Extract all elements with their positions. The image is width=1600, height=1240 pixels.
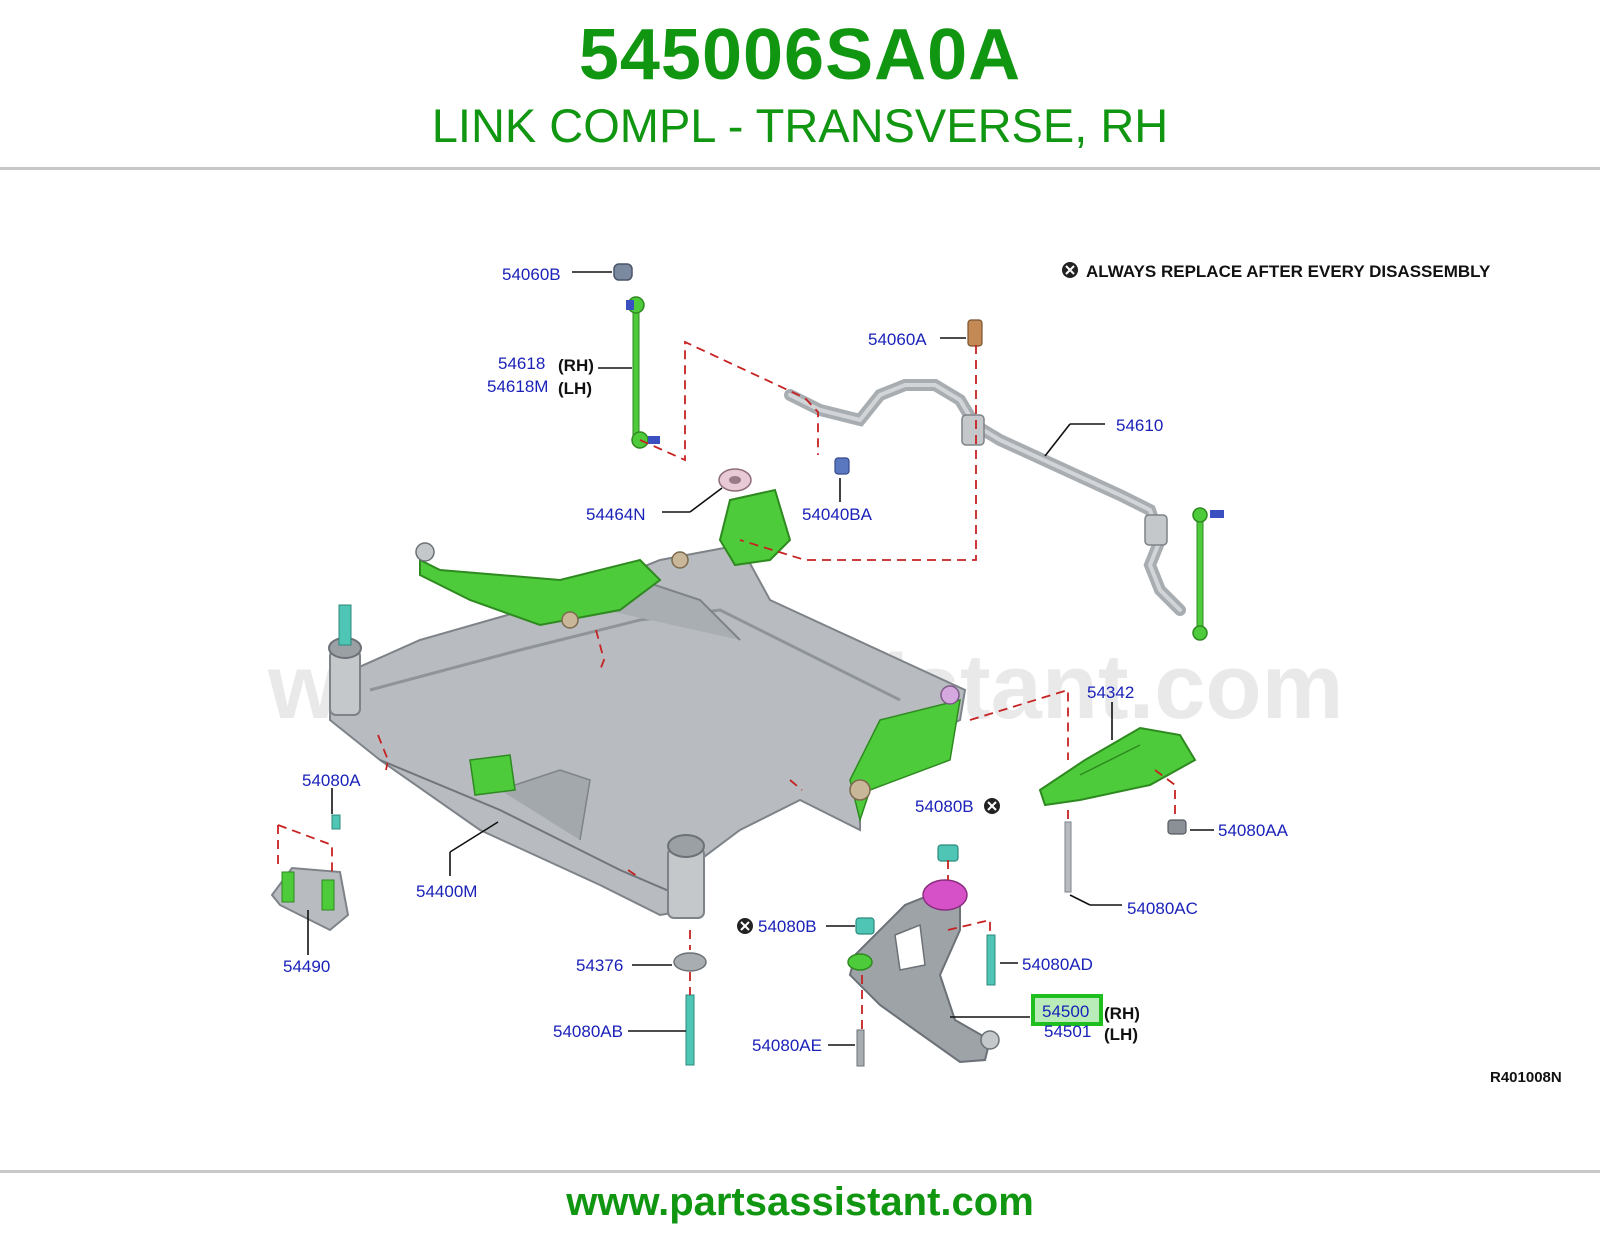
label-54490[interactable]: 54490 [283, 957, 330, 976]
label-54080AA[interactable]: 54080AA [1218, 821, 1289, 840]
replace-note: ALWAYS REPLACE AFTER EVERY DISASSEMBLY [1086, 262, 1491, 281]
label-54342[interactable]: 54342 [1087, 683, 1134, 702]
mount-54490 [270, 866, 350, 932]
header: 545006SA0A LINK COMPL - TRANSVERSE, RH [0, 0, 1600, 170]
subframe-54400M [328, 543, 967, 919]
part-number: 545006SA0A [578, 15, 1022, 95]
footer-divider [0, 1170, 1600, 1173]
label-54060B[interactable]: 54060B [502, 265, 561, 284]
part-labels: 54060B 54618 (RH) 54618M (LH) 54060A 546… [283, 265, 1289, 1055]
label-54464N[interactable]: 54464N [586, 505, 646, 524]
hardware [331, 319, 1187, 1067]
diagram-code: R401008N [1490, 1069, 1562, 1086]
stabilizer-link-54618 [613, 263, 660, 449]
label-54080AE[interactable]: 54080AE [752, 1036, 822, 1055]
label-54080AC[interactable]: 54080AC [1127, 899, 1198, 918]
upper-arm-left [415, 488, 792, 629]
label-54080B-mid[interactable]: 54080B [758, 917, 817, 936]
label-54618M-side: (LH) [558, 379, 592, 398]
label-54400M[interactable]: 54400M [416, 882, 477, 901]
label-54500-side: (RH) [1104, 1004, 1140, 1023]
label-54060A[interactable]: 54060A [868, 330, 927, 349]
header-divider [0, 167, 1600, 170]
label-54080B-top[interactable]: 54080B [915, 797, 974, 816]
plate-54342 [1038, 726, 1197, 807]
label-54610[interactable]: 54610 [1116, 416, 1163, 435]
footer-url[interactable]: www.partsassistant.com [566, 1180, 1034, 1224]
label-54618-side: (RH) [558, 356, 594, 375]
label-54080AD[interactable]: 54080AD [1022, 955, 1093, 974]
leader-lines [307, 271, 1214, 1046]
stabilizer-bar-54610 [784, 379, 1224, 641]
label-54500[interactable]: 54500 [1042, 1002, 1089, 1021]
label-54618[interactable]: 54618 [498, 354, 545, 373]
label-54040BA[interactable]: 54040BA [802, 505, 873, 524]
label-54501-side: (LH) [1104, 1025, 1138, 1044]
replace-always-icon [737, 918, 753, 934]
reference-lines [277, 340, 1176, 1030]
label-54501[interactable]: 54501 [1044, 1022, 1091, 1041]
label-54080AB[interactable]: 54080AB [553, 1022, 623, 1041]
part-description: LINK COMPL - TRANSVERSE, RH [431, 99, 1169, 152]
replace-markers [737, 262, 1078, 934]
label-54618M[interactable]: 54618M [487, 377, 548, 396]
label-54376[interactable]: 54376 [576, 956, 623, 975]
replace-always-icon [984, 798, 1000, 814]
highlight-box-54500 [1031, 994, 1103, 1026]
label-54080A[interactable]: 54080A [302, 771, 361, 790]
transverse-link-54500 [847, 879, 1000, 1064]
replace-always-icon [1062, 262, 1078, 278]
